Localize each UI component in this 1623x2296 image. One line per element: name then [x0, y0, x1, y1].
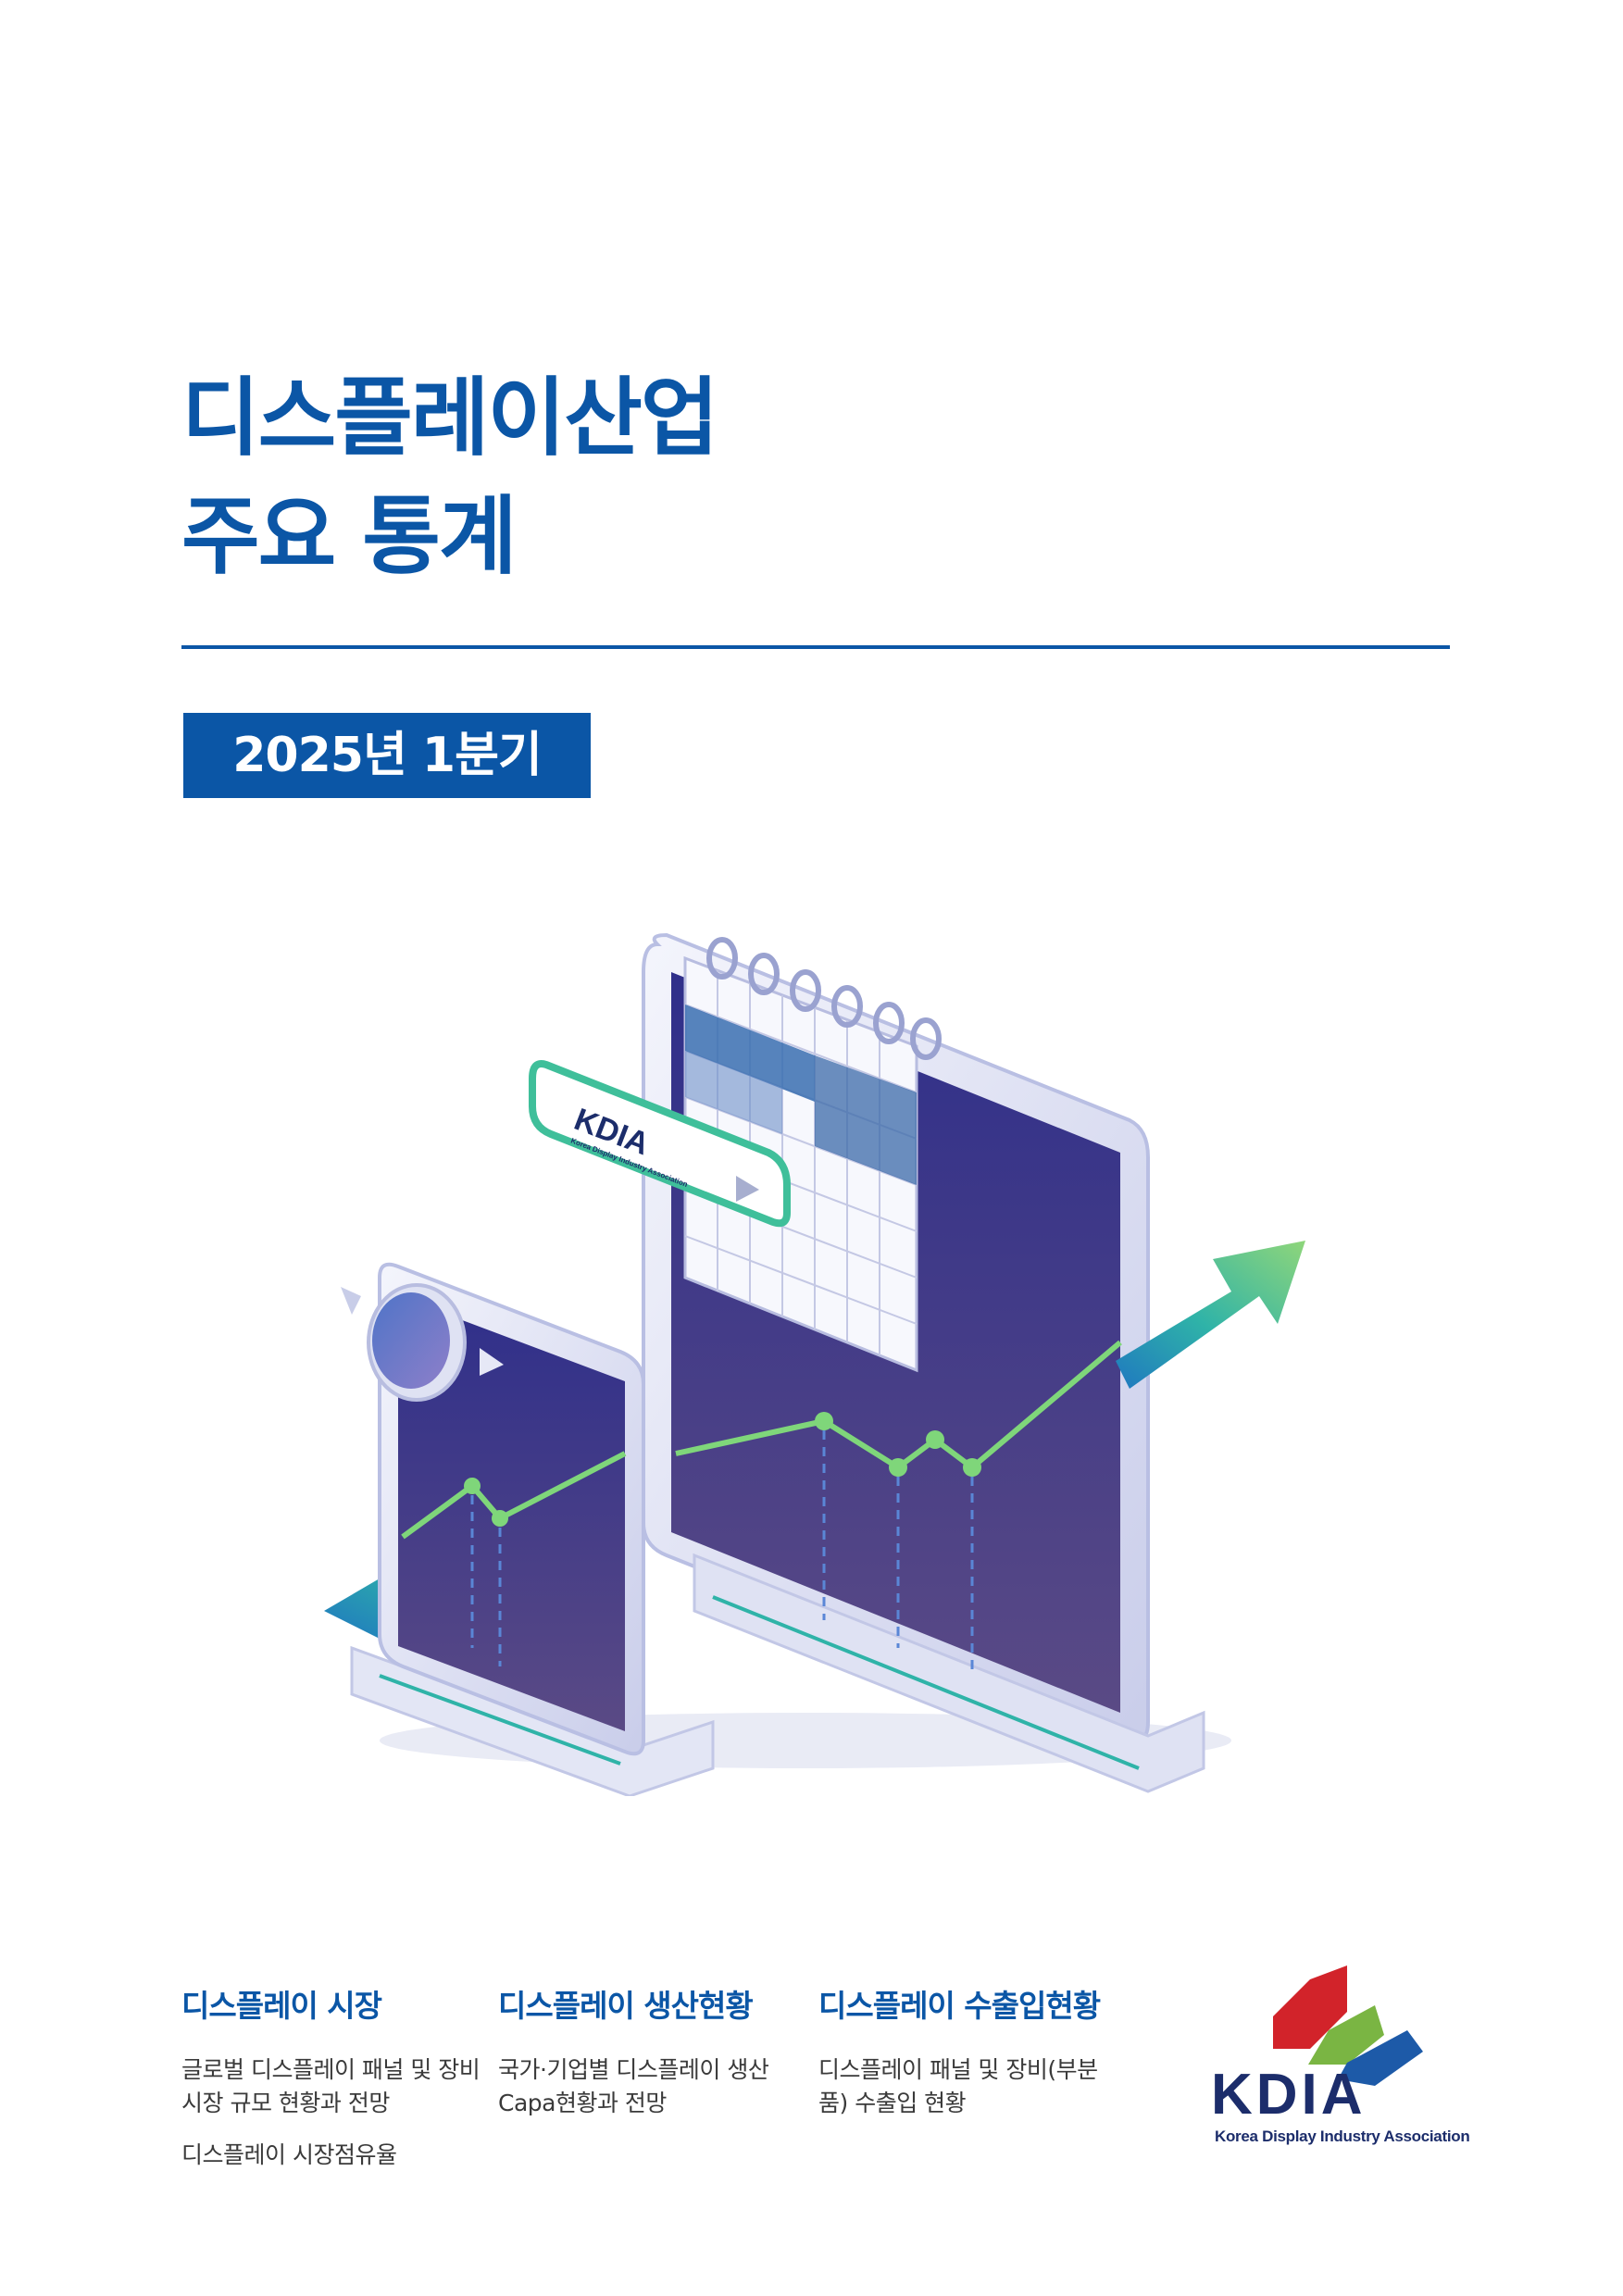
kdia-logo-subtitle: Korea Display Industry Association	[1215, 2128, 1470, 2145]
kdia-card: KDIA Korea Display Industry Association	[529, 1060, 791, 1228]
section-heading: 디스플레이 시장	[181, 1988, 382, 2024]
section-trade: 디스플레이 수출입현황 디스플레이 패널 및 장비(부분품) 수출입 현황	[818, 1981, 1124, 2139]
card-play-icon	[736, 1176, 759, 1202]
title-divider	[181, 645, 1450, 649]
section-heading: 디스플레이 수출입현황	[818, 1988, 1101, 2024]
trend-arrow-right	[1116, 1241, 1305, 1389]
kdia-logo-text: KDIA	[1211, 2063, 1367, 2127]
section-item: 국가·기업별 디스플레이 생산 Capa현황과 전망	[498, 2056, 769, 2116]
period-badge: 2025년 1분기	[183, 713, 591, 798]
section-production: 디스플레이 생산현황 국가·기업별 디스플레이 생산 Capa현황과 전망	[498, 1981, 804, 2139]
section-item: 디스플레이 패널 및 장비(부분품) 수출입 현황	[818, 2056, 1098, 2116]
logo-red-wing	[1273, 1965, 1347, 2049]
section-market: 디스플레이 시장 글로벌 디스플레이 패널 및 장비 시장 규모 현황과 전망 …	[181, 1981, 487, 2190]
document-title: 디스플레이산업 주요 통계	[181, 359, 718, 596]
disc-left-triangle-icon	[341, 1287, 361, 1315]
logo-green-wing	[1308, 2005, 1384, 2065]
section-item: 글로벌 디스플레이 패널 및 장비 시장 규모 현황과 전망	[181, 2056, 481, 2116]
disc-play-icon	[480, 1348, 504, 1376]
section-heading: 디스플레이 생산현황	[498, 1988, 754, 2024]
section-item: 디스플레이 시장점유율	[181, 2141, 397, 2168]
dashboard-illustration: KDIA Korea Display Industry Association	[324, 932, 1305, 1796]
title-line-2: 주요 통계	[181, 487, 518, 586]
floating-disc	[341, 1283, 504, 1402]
logo-blue-wing	[1338, 2030, 1423, 2086]
title-line-1: 디스플레이산업	[181, 368, 718, 468]
kdia-logo-mark	[1273, 1965, 1423, 2086]
